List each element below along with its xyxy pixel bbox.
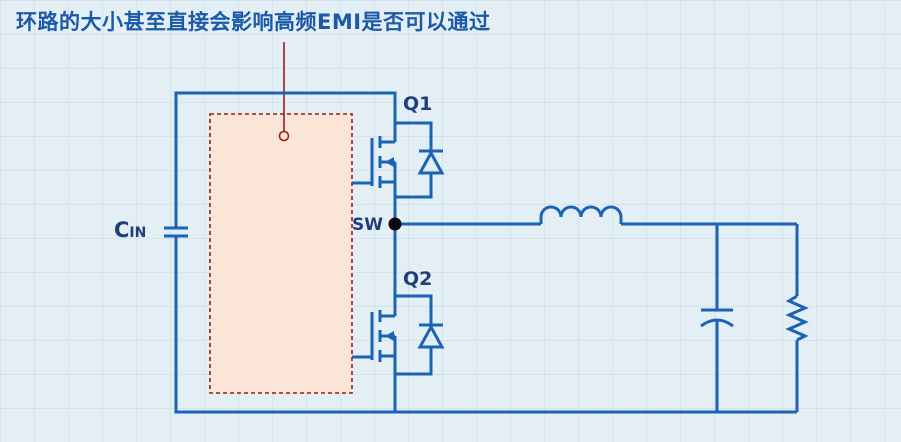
current-loop-area xyxy=(209,113,353,394)
sw-node-dot xyxy=(388,217,402,231)
load-resistor xyxy=(785,294,809,342)
q2-label: Q2 xyxy=(403,268,433,290)
input-wire-top xyxy=(174,91,397,228)
q2-mosfet xyxy=(352,224,397,412)
inductor xyxy=(539,205,623,224)
q1-mosfet-arrow xyxy=(385,157,394,167)
sw-label: SW xyxy=(352,215,383,235)
loop-pointer-dot xyxy=(278,130,290,142)
input-wire-bottom xyxy=(174,236,395,414)
q2-diode-triangle xyxy=(417,323,445,349)
q2-mosfet-arrow xyxy=(385,331,394,341)
page-title: 环路的大小甚至直接会影响高频EMI是否可以通过 xyxy=(16,10,491,34)
q1-label: Q1 xyxy=(403,93,433,115)
q1-diode-triangle xyxy=(417,149,445,175)
q1-mosfet xyxy=(352,123,397,224)
cin-label: CIN xyxy=(114,218,147,242)
